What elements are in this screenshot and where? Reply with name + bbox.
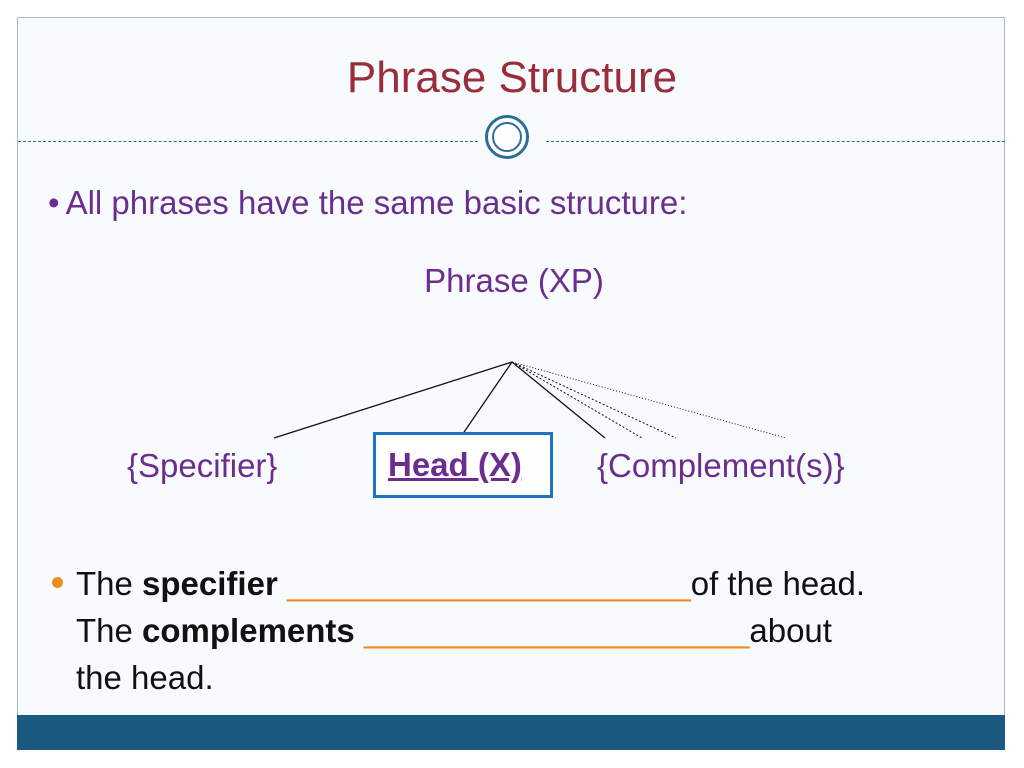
tree-root-label: Phrase (XP) [424,262,604,299]
footer-band [17,715,1005,750]
line1-prefix: The [76,565,143,602]
line2-prefix: The [76,612,143,649]
orange-bullet-icon [52,577,63,588]
line2-suffix: about [749,612,832,649]
title-divider-left [18,141,478,142]
specifier-node: {Specifier} [127,447,278,484]
line1-suffix: of the head. [690,565,866,602]
branch-to-complement-1 [511,361,606,439]
fill-in-line-1: The specifier ______________________of t… [76,560,982,607]
branch-to-complement-3 [511,361,677,439]
specifier-term: specifier [142,565,278,602]
bullet-dot-icon: • [48,184,60,221]
circle-ornament-icon [485,115,529,159]
slide-title: Phrase Structure [346,53,678,102]
title-divider-right [546,141,1005,142]
branch-to-complement-2 [511,361,643,439]
bullet-text: All phrases have the same basic structur… [65,184,688,221]
complements-blank: _____________________ [354,612,750,649]
fill-in-line-3: the head. [76,659,214,696]
bullet-point: •All phrases have the same basic structu… [48,184,687,222]
head-node: Head (X) [388,446,522,483]
complement-node: {Complement(s)} [597,447,845,484]
specifier-blank: ______________________ [277,565,691,602]
branch-to-head [459,361,513,439]
branch-to-complement-4 [511,361,787,439]
complements-term: complements [142,612,355,649]
fill-in-line-2: The complements _____________________abo… [76,607,982,654]
head-box [373,432,553,498]
fill-in-bullet: The specifier ______________________of t… [52,560,982,701]
branch-to-specifier [273,361,513,439]
